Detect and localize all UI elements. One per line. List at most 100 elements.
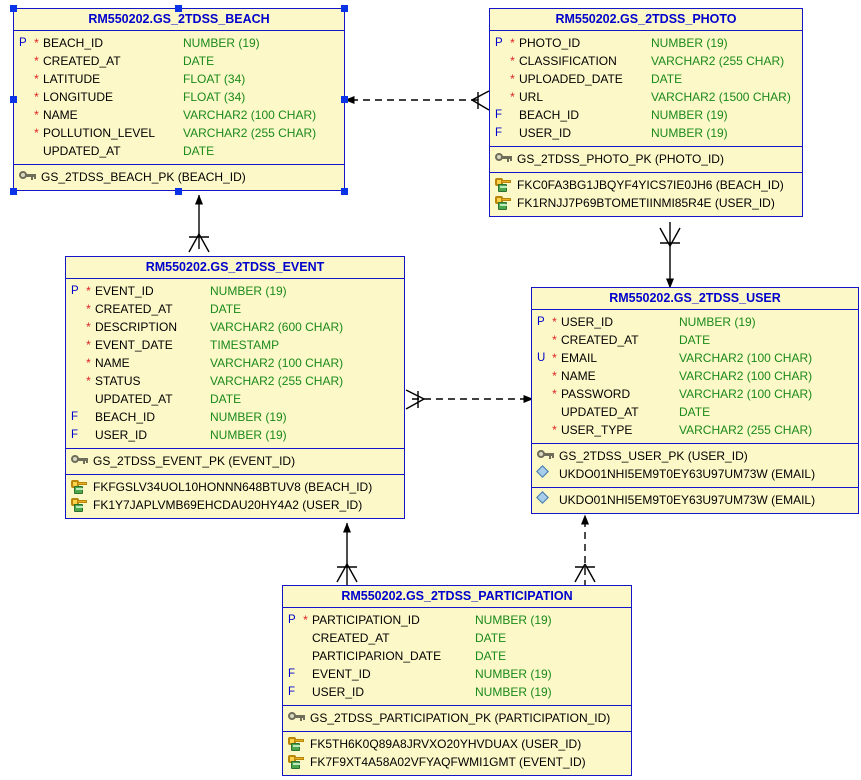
selection-handle[interactable] — [341, 96, 348, 103]
attr-key: U — [537, 352, 546, 365]
attr-key: P — [537, 316, 545, 329]
foreign-key-row[interactable]: FK5TH6K0Q89A8JRVXO20YHVDUAX (USER_ID) — [283, 735, 631, 753]
attr-name: NAME — [43, 108, 78, 123]
attr-required: * — [86, 338, 91, 353]
attr-required: * — [34, 126, 39, 141]
attr-name: PARTICIPARION_DATE — [312, 649, 442, 664]
primary-key-row[interactable]: GS_2TDSS_EVENT_PK (EVENT_ID) — [66, 452, 404, 470]
foreign-key-row[interactable]: FK1RNJJ7P69BTOMETIINMI85R4E (USER_ID) — [490, 194, 802, 212]
attr-required: * — [34, 72, 39, 87]
attribute-row[interactable]: * NAME VARCHAR2 (100 CHAR) — [532, 367, 858, 385]
selection-handle[interactable] — [175, 188, 182, 195]
attr-required: * — [552, 369, 557, 384]
foreign-key-row[interactable]: FK1Y7JAPLVMB69EHCDAU20HY4A2 (USER_ID) — [66, 496, 404, 514]
attr-type: DATE — [651, 72, 683, 87]
pk-key-icon — [495, 152, 514, 166]
selection-handle[interactable] — [10, 5, 17, 12]
attr-name: EVENT_ID — [95, 284, 154, 299]
selection-handle[interactable] — [341, 5, 348, 12]
selection-handle[interactable] — [10, 96, 17, 103]
attr-name: USER_TYPE — [561, 423, 633, 438]
pk-label: GS_2TDSS_EVENT_PK (EVENT_ID) — [93, 454, 296, 469]
attr-required: * — [552, 351, 557, 366]
attribute-row[interactable]: * CLASSIFICATION VARCHAR2 (255 CHAR) — [490, 52, 802, 70]
attr-type: VARCHAR2 (100 CHAR) — [679, 387, 813, 402]
entity-participation[interactable]: RM550202.GS_2TDSS_PARTICIPATION P*PARTIC… — [282, 585, 632, 777]
pk-key-icon — [288, 711, 307, 725]
primary-key-row[interactable]: GS_2TDSS_BEACH_PK (BEACH_ID) — [14, 168, 344, 186]
keys-beach: GS_2TDSS_BEACH_PK (BEACH_ID) — [14, 165, 344, 190]
attr-required: * — [510, 54, 515, 69]
primary-key-row[interactable]: GS_2TDSS_PHOTO_PK (PHOTO_ID) — [490, 150, 802, 168]
entity-title-beach: RM550202.GS_2TDSS_BEACH — [14, 9, 344, 32]
index-row[interactable]: UKDO01NHI5EM9T0EY63U97UM73W (EMAIL) — [532, 491, 858, 509]
attr-name: URL — [519, 90, 544, 105]
primary-key-row[interactable]: GS_2TDSS_USER_PK (USER_ID) — [532, 447, 858, 465]
foreign-key-row[interactable]: FKFGSLV34UOL10HONNN648BTUV8 (BEACH_ID) — [66, 478, 404, 496]
attr-type: VARCHAR2 (600 CHAR) — [210, 320, 344, 335]
foreign-key-row[interactable]: FK7F9XT4A58A02VFYAQFWMI1GMT (EVENT_ID) — [283, 753, 631, 771]
attr-name: EMAIL — [561, 351, 598, 366]
attr-required: * — [34, 36, 39, 51]
selection-handle[interactable] — [341, 188, 348, 195]
primary-key-row[interactable]: GS_2TDSS_PARTICIPATION_PK (PARTICIPATION… — [283, 709, 631, 727]
fk-key-icon — [288, 755, 307, 770]
attr-name: POLLUTION_LEVEL — [43, 126, 156, 141]
attr-type: VARCHAR2 (255 CHAR) — [210, 374, 344, 389]
attr-required: * — [552, 315, 557, 330]
uk-diamond-icon — [536, 465, 556, 481]
attr-type: NUMBER (19) — [651, 108, 728, 123]
attr-name: NAME — [95, 356, 130, 371]
selection-handle[interactable] — [10, 188, 17, 195]
attr-name: NAME — [561, 369, 596, 384]
fk-key-icon — [495, 178, 514, 193]
attr-name: CLASSIFICATION — [519, 54, 617, 69]
selection-handle[interactable] — [175, 5, 182, 12]
attr-type: VARCHAR2 (255 CHAR) — [651, 54, 785, 69]
attr-type: VARCHAR2 (100 CHAR) — [679, 369, 813, 384]
foreign-key-row[interactable]: FKC0FA3BG1JBQYF4YICS7IE0JH6 (BEACH_ID) — [490, 176, 802, 194]
attr-type: DATE — [183, 54, 215, 69]
attr-required: * — [86, 284, 91, 299]
pk-key-icon — [19, 170, 38, 184]
attr-type: NUMBER (19) — [651, 126, 728, 141]
unique-key-row[interactable]: UKDO01NHI5EM9T0EY63U97UM73W (EMAIL) — [532, 465, 858, 483]
